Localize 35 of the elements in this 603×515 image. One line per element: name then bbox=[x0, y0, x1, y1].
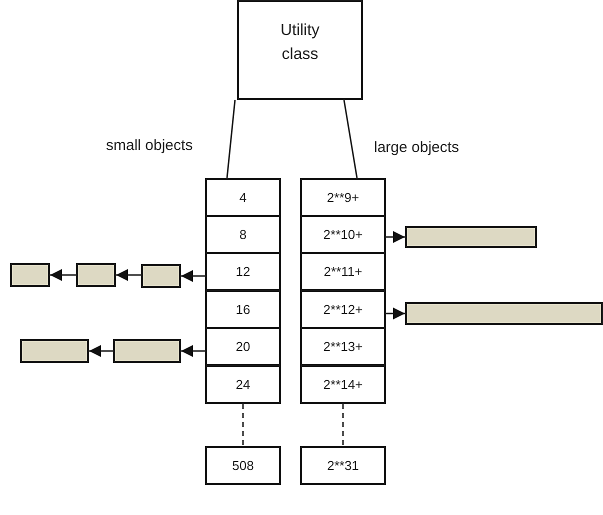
block-box bbox=[405, 302, 603, 325]
size-cell: 2**12+ bbox=[300, 290, 386, 329]
connector-line bbox=[226, 100, 236, 178]
size-cell: 24 bbox=[205, 365, 281, 404]
size-cell: 8 bbox=[205, 215, 281, 254]
block-box bbox=[76, 263, 116, 287]
size-cell: 2**11+ bbox=[300, 252, 386, 291]
size-cell: 16 bbox=[205, 290, 281, 329]
dashed-line bbox=[342, 404, 344, 446]
class-box: Utility class bbox=[237, 0, 363, 100]
arrow bbox=[181, 270, 205, 282]
size-cell: 2**14+ bbox=[300, 365, 386, 404]
size-cell: 12 bbox=[205, 252, 281, 291]
arrow bbox=[50, 269, 76, 281]
block-box bbox=[20, 339, 89, 363]
size-cell: 20 bbox=[205, 327, 281, 366]
dashed-line bbox=[242, 404, 244, 446]
size-cell: 4 bbox=[205, 178, 281, 217]
arrow bbox=[181, 345, 205, 357]
arrow bbox=[116, 269, 141, 281]
section-label: small objects bbox=[106, 137, 193, 154]
block-box bbox=[10, 263, 50, 287]
section-label: large objects bbox=[374, 139, 460, 156]
size-cell: 2**13+ bbox=[300, 327, 386, 366]
connector-line bbox=[343, 100, 358, 178]
size-cell: 2**10+ bbox=[300, 215, 386, 254]
size-cell: 2**31 bbox=[300, 446, 386, 485]
arrow bbox=[89, 345, 113, 357]
block-box bbox=[405, 226, 537, 248]
block-box bbox=[141, 264, 181, 288]
arrow bbox=[386, 231, 405, 243]
size-cell: 508 bbox=[205, 446, 281, 485]
arrow bbox=[386, 308, 405, 320]
block-box bbox=[113, 339, 181, 363]
size-cell: 2**9+ bbox=[300, 178, 386, 217]
